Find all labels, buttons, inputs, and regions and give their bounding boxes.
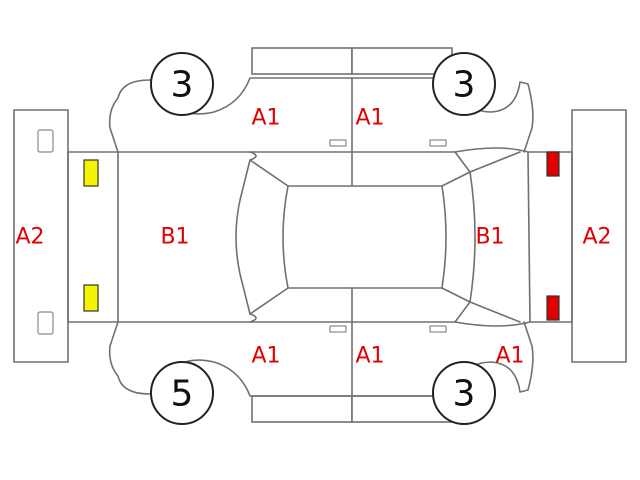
code-trunk: B1 — [475, 225, 504, 250]
tire-front-right-value: 5 — [171, 374, 194, 415]
rear-lamp-lower — [546, 295, 560, 321]
front-lamp-lower — [83, 284, 99, 312]
tire-rear-left-value: 3 — [453, 65, 476, 106]
code-right-rear-quarter: A1 — [495, 344, 524, 369]
tire-front-left-value: 3 — [171, 65, 194, 106]
tire-front-left: 3 — [150, 52, 214, 116]
tire-rear-left: 3 — [432, 52, 496, 116]
tire-rear-right: 3 — [432, 361, 496, 425]
front-lamp-upper — [83, 159, 99, 187]
rear-lamp-upper — [546, 151, 560, 177]
right-side-body — [108, 287, 534, 397]
front-bumper — [13, 109, 69, 363]
code-front-bumper: A2 — [15, 225, 44, 250]
left-side-skirt — [251, 47, 453, 75]
code-right-front-door: A1 — [251, 344, 280, 369]
code-left-front-door: A1 — [251, 106, 280, 131]
car-top-view — [67, 147, 573, 327]
right-side-skirt — [251, 395, 453, 423]
code-rear-bumper: A2 — [582, 225, 611, 250]
tire-front-right: 5 — [150, 361, 214, 425]
left-side-body — [108, 77, 534, 187]
tire-rear-right-value: 3 — [453, 374, 476, 415]
code-right-rear-door: A1 — [355, 344, 384, 369]
code-hood: B1 — [160, 225, 189, 250]
code-left-rear-door: A1 — [355, 106, 384, 131]
